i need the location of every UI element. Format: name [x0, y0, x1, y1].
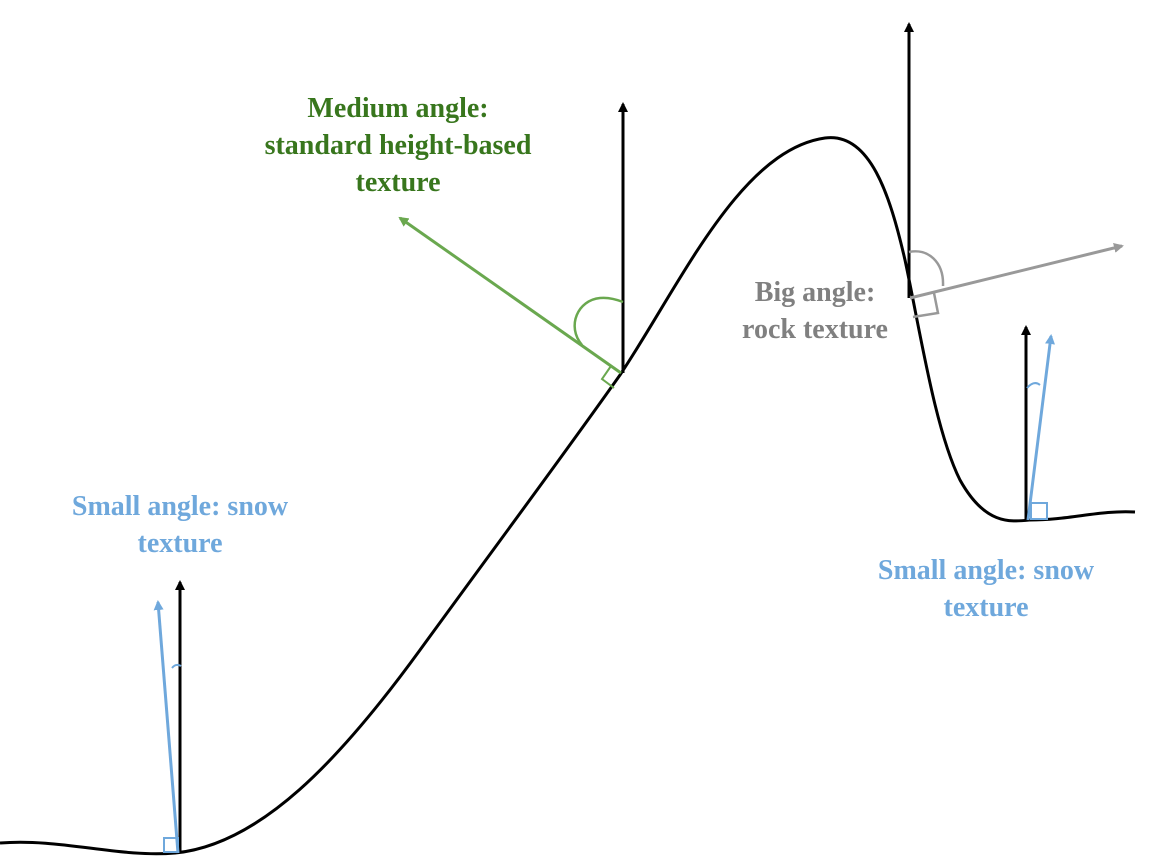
- mid-slope-normals: [398, 102, 628, 389]
- left-right-angle-marker: [163, 837, 179, 853]
- steep-normal-arrow: [909, 243, 1124, 300]
- steep-right-angle-marker: [912, 292, 940, 319]
- right-angle-arc: [1026, 382, 1041, 389]
- right-valley-normals: [1021, 325, 1055, 521]
- left-angle-arc: [171, 663, 182, 669]
- terrain-curve: [0, 136, 1136, 856]
- medium-angle-label-line1: Medium angle:: [307, 93, 489, 124]
- right-normal-arrow: [1026, 334, 1055, 521]
- small-angle-left-label-line1: Small angle: snow: [71, 491, 289, 522]
- mid-angle-arc: [573, 296, 624, 346]
- left-normal-arrow: [153, 600, 180, 854]
- big-angle-label-line1: Big angle:: [754, 277, 876, 308]
- medium-angle-label: Medium angle: standard height-based text…: [238, 90, 558, 201]
- small-angle-right-label: Small angle: snow texture: [848, 552, 1124, 626]
- medium-angle-label-line2: standard height-based: [264, 130, 532, 161]
- steep-slope-normals: [904, 22, 1124, 319]
- mid-right-angle-marker: [600, 365, 615, 389]
- small-angle-left-label-line2: texture: [137, 528, 223, 559]
- steep-angle-arc: [908, 250, 945, 287]
- small-angle-left-label: Small angle: snow texture: [40, 488, 320, 562]
- mid-normal-arrow: [398, 216, 622, 375]
- big-angle-label-line2: rock texture: [742, 314, 888, 345]
- small-angle-right-label-line2: texture: [943, 592, 1029, 623]
- left-valley-normals: [153, 580, 185, 854]
- big-angle-label: Big angle: rock texture: [720, 274, 910, 348]
- small-angle-right-label-line1: Small angle: snow: [877, 555, 1095, 586]
- right-right-angle-marker: [1030, 502, 1048, 520]
- medium-angle-label-line3: texture: [355, 167, 441, 198]
